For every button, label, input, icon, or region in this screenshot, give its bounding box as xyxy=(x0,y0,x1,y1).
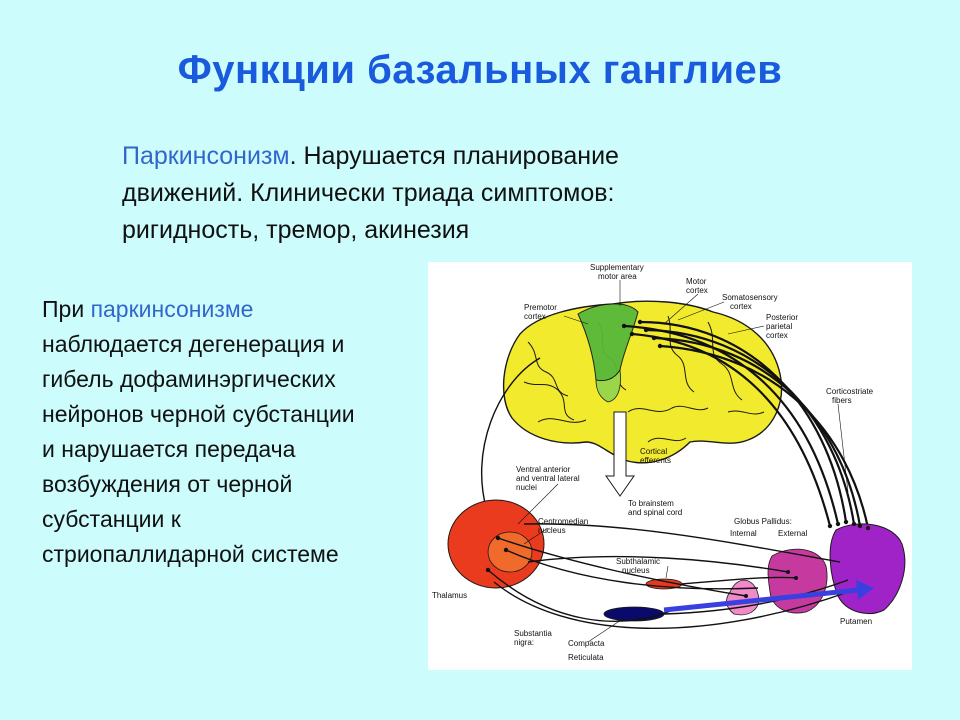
left-line4: нейронов черной субстанции xyxy=(42,401,355,427)
label-corticostriate-2: fibers xyxy=(832,396,852,405)
basal-ganglia-diagram: Supplementary motor area Motor cortex So… xyxy=(428,262,912,670)
label-centromedian-1: Centromedian xyxy=(538,517,588,526)
nigrostriatal-arrow xyxy=(663,580,874,613)
basal-ganglia-loops xyxy=(487,523,849,629)
brain-shape xyxy=(502,300,783,464)
globus-pallidus-internal-shape xyxy=(726,579,760,616)
intro-term: Паркинсонизм xyxy=(122,142,290,170)
cortical-efferents-arrow xyxy=(605,411,635,497)
label-cortical-efferents-1: Cortical xyxy=(640,447,667,456)
label-brainstem-1: To brainstem xyxy=(628,499,674,508)
label-motor-cortex-1: Motor xyxy=(686,277,707,286)
thalamocortical-loop xyxy=(480,357,541,515)
left-line5: и нарушается передача xyxy=(42,436,296,462)
label-ventral-1: Ventral anterior xyxy=(516,465,571,474)
label-ventral-3: nuclei xyxy=(516,483,537,492)
label-premotor-2: cortex xyxy=(524,312,546,321)
label-motor-cortex-2: cortex xyxy=(686,286,708,295)
label-somatosensory-1: Somatosensory xyxy=(722,293,778,302)
corticostriate-fibers xyxy=(623,320,870,529)
left-line1-prefix: При xyxy=(42,296,91,322)
label-compacta: Compacta xyxy=(568,639,605,648)
label-internal: Internal xyxy=(730,529,757,538)
label-corticostriate-1: Corticostriate xyxy=(826,387,874,396)
label-premotor-1: Premotor xyxy=(524,303,557,312)
intro-line3: ригидность, тремор, акинезия xyxy=(122,216,470,244)
left-paragraph: При паркинсонизме наблюдается дегенераци… xyxy=(42,292,452,572)
intro-paragraph: Паркинсонизм. Нарушается планирование дв… xyxy=(122,138,842,249)
intro-line2: движений. Клинически триада симптомов: xyxy=(122,179,615,207)
intro-line1-rest: . Нарушается планирование xyxy=(289,142,619,170)
substantia-nigra-shape xyxy=(603,606,665,622)
synapse-dots xyxy=(485,319,871,598)
label-external: External xyxy=(778,529,808,538)
label-thalamus: Thalamus xyxy=(432,591,467,600)
label-reticulata: Reticulata xyxy=(568,653,604,662)
label-supplementary-motor-2: motor area xyxy=(598,272,637,281)
label-subthalamic-2: nucleus xyxy=(622,566,650,575)
slide-title: Функции базальных ганглиев xyxy=(177,48,783,92)
label-subthalamic-1: Subthalamic xyxy=(616,557,660,566)
left-line1-term: паркинсонизме xyxy=(90,296,254,322)
label-substantia-2: nigra: xyxy=(514,638,534,647)
putamen-shape xyxy=(829,523,906,614)
label-posterior-parietal-3: cortex xyxy=(766,331,788,340)
premotor-area-shape xyxy=(595,368,621,403)
label-putamen: Putamen xyxy=(840,617,872,626)
label-pointers xyxy=(517,280,849,643)
left-line6: возбуждения от черной xyxy=(42,471,293,497)
label-somatosensory-2: cortex xyxy=(730,302,752,311)
label-supplementary-motor-1: Supplementary xyxy=(590,263,644,272)
diagram-svg: Supplementary motor area Motor cortex So… xyxy=(432,263,906,662)
left-line2: наблюдается дегенерация и xyxy=(42,331,345,357)
left-line8: стриопаллидарной системе xyxy=(42,541,339,567)
label-cortical-efferents-2: efferents xyxy=(640,456,671,465)
label-centromedian-2: nucleus xyxy=(538,526,566,535)
label-posterior-parietal-1: Posterior xyxy=(766,313,798,322)
left-line3: гибель дофаминэргических xyxy=(42,366,336,392)
label-substantia-1: Substantia xyxy=(514,629,552,638)
left-line7: субстанции к xyxy=(42,506,181,532)
label-brainstem-2: and spinal cord xyxy=(628,508,682,517)
label-ventral-2: and ventral lateral xyxy=(516,474,580,483)
label-globus-pallidus: Globus Pallidus: xyxy=(734,517,792,526)
label-posterior-parietal-2: parietal xyxy=(766,322,792,331)
